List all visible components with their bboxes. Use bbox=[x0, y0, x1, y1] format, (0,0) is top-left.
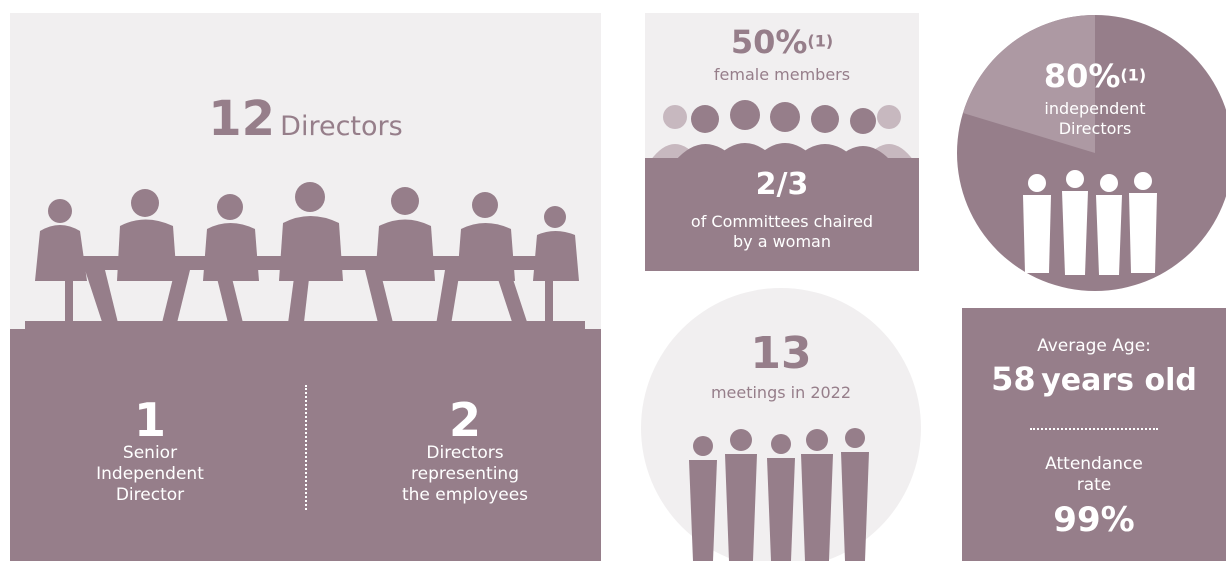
employee-block: 2 Directors representing the employees bbox=[380, 397, 550, 506]
employee-label-3: the employees bbox=[401, 485, 529, 505]
employee-number: 2 bbox=[448, 393, 481, 447]
chaired-fraction: 2/3 bbox=[755, 167, 809, 202]
senior-number: 1 bbox=[133, 393, 166, 447]
chaired-block: 2/3 of Committees chaired by a woman bbox=[645, 158, 919, 271]
board-footer: 1 Senior Independent Director 2 Director… bbox=[10, 329, 601, 561]
directors-heading: 12 Directors bbox=[10, 91, 601, 147]
employee-label-2: representing bbox=[411, 464, 519, 484]
senior-block: 1 Senior Independent Director bbox=[70, 397, 230, 506]
meetings-label: meetings in 2022 bbox=[710, 383, 852, 402]
attendance-value: 99% bbox=[1053, 500, 1135, 540]
senior-label-2: Independent bbox=[96, 464, 204, 484]
attendance-label-1: Attendance bbox=[1045, 454, 1143, 474]
meetings-panel: 13 meetings in 2022 bbox=[641, 288, 921, 561]
independent-pct-line: 80%(1) bbox=[957, 57, 1226, 95]
chaired-label-2: by a woman bbox=[732, 232, 831, 251]
women-silhouette bbox=[645, 97, 919, 161]
dotted-divider bbox=[305, 385, 307, 510]
female-note: (1) bbox=[807, 31, 834, 51]
female-pct-line: 50%(1) bbox=[645, 23, 919, 61]
independent-label-1: independent bbox=[1044, 99, 1146, 118]
independent-pie bbox=[957, 15, 1226, 291]
employee-label-1: Directors bbox=[426, 443, 504, 463]
senior-label-1: Senior bbox=[122, 443, 178, 463]
meetings-number: 13 bbox=[750, 328, 812, 379]
meetings-circle bbox=[641, 288, 921, 561]
independent-label-2: Directors bbox=[1058, 119, 1132, 138]
female-label: female members bbox=[713, 65, 851, 84]
age-value-line: 58 years old bbox=[962, 360, 1226, 398]
age-label: Average Age: bbox=[1037, 336, 1151, 356]
independent-pct: 80% bbox=[1043, 57, 1121, 95]
age-number: 58 bbox=[991, 360, 1036, 398]
independent-panel: 80%(1) independent Directors bbox=[957, 13, 1226, 293]
attendance-label-2: rate bbox=[1076, 475, 1112, 495]
age-divider bbox=[1030, 428, 1158, 430]
women-panel: 50%(1) female members 2/3 of Committees … bbox=[645, 13, 919, 271]
female-pct: 50% bbox=[730, 23, 808, 61]
directors-number: 12 bbox=[208, 91, 276, 147]
senior-label-3: Director bbox=[115, 485, 185, 505]
boardroom-silhouette bbox=[25, 171, 585, 331]
chaired-label-1: of Committees chaired bbox=[690, 212, 874, 231]
directors-label: Directors bbox=[280, 111, 403, 142]
age-unit: years old bbox=[1041, 363, 1197, 398]
board-panel: 12 Directors bbox=[10, 13, 601, 561]
independent-note: (1) bbox=[1120, 65, 1147, 85]
age-panel: Average Age: 58 years old Attendance rat… bbox=[962, 308, 1226, 561]
